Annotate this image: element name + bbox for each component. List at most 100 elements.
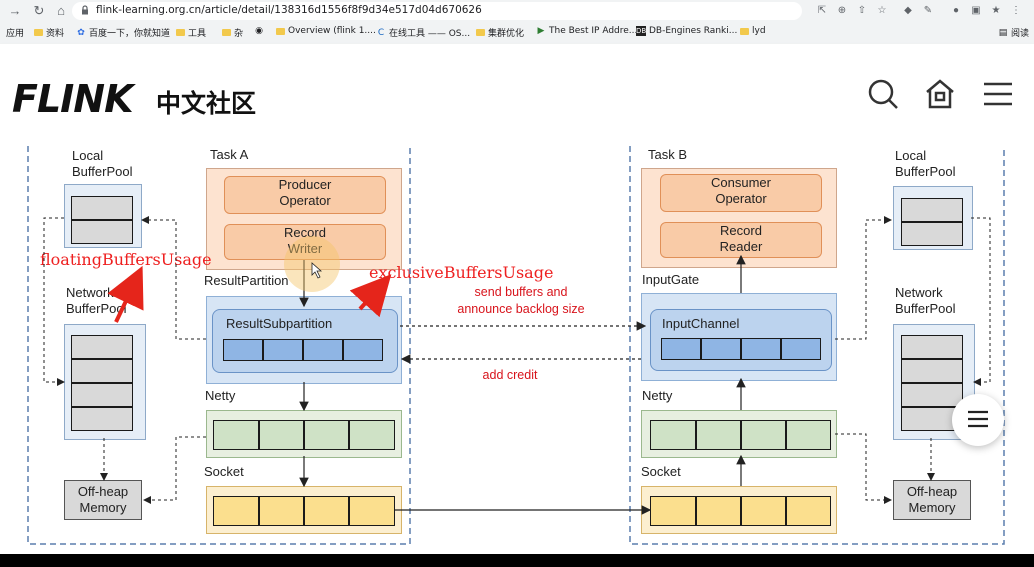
extension-icon[interactable]: ★: [991, 5, 1001, 16]
socket-buffers-right: [650, 496, 831, 526]
diagram-connectors: [27, 146, 1005, 545]
task-a-label: Task A: [210, 147, 249, 162]
buffer-cell: [741, 420, 786, 450]
site-logo[interactable]: FLINK: [12, 77, 134, 121]
lock-icon: [82, 5, 88, 15]
bookmark-apps[interactable]: 应用: [6, 29, 25, 39]
buffer-cell: [786, 496, 831, 526]
buffer-cell: [263, 339, 303, 361]
back-icon[interactable]: →: [8, 3, 22, 18]
bookmark-item[interactable]: ◉: [254, 26, 267, 36]
buffer-cell: [786, 420, 831, 450]
folder-icon: [34, 29, 43, 36]
c-icon: C: [377, 27, 385, 38]
folder-icon: [222, 29, 231, 36]
extension-icon[interactable]: ◆: [904, 5, 912, 16]
buffer-cell: [741, 338, 781, 360]
site-header: FLINK 中文社区: [0, 44, 1034, 146]
result-partition-label: ResultPartition: [204, 273, 289, 288]
address-bar[interactable]: flink-learning.org.cn/article/detail/138…: [72, 2, 802, 20]
buffer-cell: [696, 420, 741, 450]
bookmark-item[interactable]: ✿百度一下，你就知道: [77, 27, 171, 40]
buffer-cell: [71, 196, 133, 220]
db-icon: DB: [636, 26, 647, 36]
buffer-cell: [701, 338, 741, 360]
netty-label-left: Netty: [205, 388, 236, 403]
socket-label-left: Socket: [204, 464, 244, 479]
local-bufferpool-label-right: Local BufferPool: [895, 148, 956, 179]
baidu-icon: ✿: [77, 27, 85, 38]
input-channel-buffers: [661, 338, 821, 360]
buffer-cell: [650, 496, 696, 526]
buffer-cell: [349, 496, 395, 526]
bookmark-item[interactable]: 杂: [222, 26, 243, 39]
site-logo-cn[interactable]: 中文社区: [156, 89, 257, 118]
home-icon[interactable]: [924, 78, 956, 110]
local-bufferpool-cells-right: [901, 198, 963, 246]
buffer-cell: [901, 359, 963, 383]
video-bottom-bar: [0, 554, 1034, 567]
reading-icon: ▤: [998, 27, 1008, 38]
folder-icon: [740, 27, 749, 35]
zoom-icon[interactable]: ⊕: [837, 5, 847, 16]
globe-icon: ◉: [255, 26, 263, 36]
buffer-cell: [303, 339, 343, 361]
buffer-cell: [650, 420, 696, 450]
buffer-cell: [71, 407, 133, 431]
task-b-label: Task B: [648, 147, 688, 162]
home-icon[interactable]: ⌂: [57, 3, 65, 18]
add-credit-label: add credit: [482, 368, 538, 382]
folder-icon: [276, 27, 285, 35]
share-icon[interactable]: ⇱: [817, 5, 827, 16]
offheap-memory-left: Off-heap Memory: [64, 480, 142, 520]
netty-label-right: Netty: [642, 388, 673, 403]
netty-buffers-left: [213, 420, 395, 450]
buffer-cell: [781, 338, 821, 360]
buffer-cell: [901, 222, 963, 246]
send-buffers-label: send buffers and announce backlog size: [457, 285, 585, 316]
netty-buffers-right: [650, 420, 831, 450]
record-writer: Record Writer: [224, 224, 386, 260]
buffer-cell: [213, 420, 259, 450]
bookmark-item[interactable]: ▶The Best IP Addre...: [537, 26, 638, 36]
socket-buffers-left: [213, 496, 395, 526]
article-diagram: Task A Producer Operator Record Writer R…: [0, 146, 1034, 554]
buffer-cell: [259, 420, 304, 450]
buffer-cell: [661, 338, 701, 360]
extension-icon[interactable]: ▣: [971, 5, 981, 16]
bookmark-item[interactable]: lyd: [740, 26, 766, 36]
local-bufferpool-cells-left: [71, 196, 133, 244]
buffer-cell: [223, 339, 263, 361]
buffer-cell: [901, 383, 963, 407]
upload-icon[interactable]: ⇧: [857, 5, 867, 16]
star-icon[interactable]: ☆: [877, 5, 887, 16]
subpartition-buffers: [223, 339, 383, 361]
buffer-cell: [343, 339, 383, 361]
socket-label-right: Socket: [641, 464, 681, 479]
buffer-cell: [901, 335, 963, 359]
local-bufferpool-label-left: Local BufferPool: [72, 148, 133, 179]
bookmark-item[interactable]: ▤阅读: [998, 27, 1030, 40]
floating-menu-button[interactable]: [952, 394, 1004, 446]
buffer-cell: [741, 496, 786, 526]
bookmark-item[interactable]: 工具: [176, 26, 206, 39]
bookmark-item[interactable]: 集群优化: [476, 26, 524, 39]
ip-icon: ▶: [537, 26, 545, 36]
extension-icon[interactable]: ✎: [923, 5, 933, 16]
hamburger-menu-icon[interactable]: [982, 78, 1014, 110]
menu-icon[interactable]: ⋮: [1011, 5, 1021, 16]
buffer-cell: [71, 359, 133, 383]
input-channel-label: InputChannel: [662, 316, 740, 331]
buffer-cell: [259, 496, 304, 526]
buffer-cell: [71, 220, 133, 244]
buffer-cell: [71, 383, 133, 407]
search-icon[interactable]: [867, 78, 899, 110]
bookmark-item[interactable]: 资料: [34, 26, 64, 39]
bookmark-item[interactable]: Overview (flink 1....: [276, 26, 376, 36]
buffer-cell: [71, 335, 133, 359]
network-bufferpool-label-right: Network BufferPool: [895, 285, 956, 316]
reload-icon[interactable]: ↻: [33, 3, 45, 18]
extension-icon[interactable]: ●: [952, 5, 960, 16]
